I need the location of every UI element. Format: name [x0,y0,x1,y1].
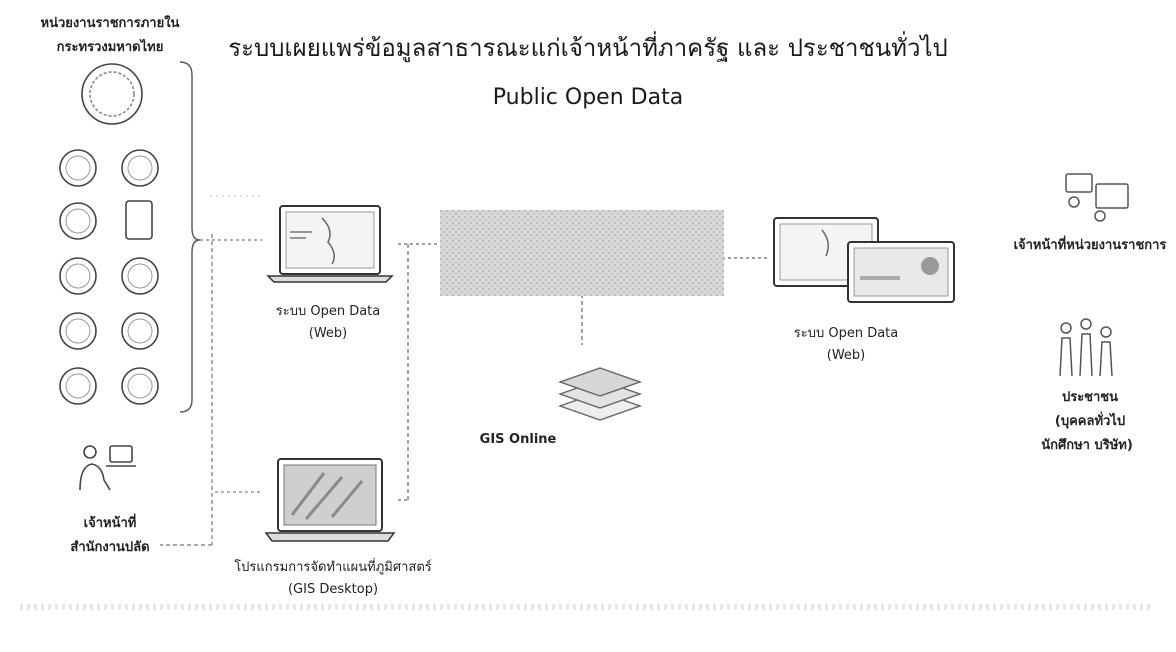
agency-seal-icon [59,202,97,240]
gis-desktop-line1: โปรแกรมการจัดทำแผนที่ภูมิศาสตร์ [234,560,432,575]
agency-seal-icon [59,367,97,405]
page-subtitle: Public Open Data [492,85,684,110]
staff-left-line1: เจ้าหน้าที่ [83,516,137,531]
gis-online-label: GIS Online [479,432,557,447]
web-left-line2: (Web) [308,326,348,341]
scan-artifact-band [20,604,1150,610]
agency-seal-icon [121,312,159,350]
agencies-heading-line2: กระทรวงมหาดไทย [56,40,164,55]
web-right-line1: ระบบ Open Data [793,326,899,341]
agency-seal-icon [121,149,159,187]
agency-seal-icon [59,149,97,187]
agencies-bracket [179,61,201,413]
page-title: ระบบเผยแพร่ข้อมูลสาธารณะแก่เจ้าหน้าที่ภา… [228,34,948,62]
gis-online-layers-icon [557,367,643,421]
web-right-line2: (Web) [826,348,866,363]
agency-seal-icon [121,257,159,295]
staff-at-computer-icon [79,445,136,491]
agency-seal-icon [59,257,97,295]
public-line2: (บุคคลทั่วไป [1054,414,1126,429]
public-line1: ประชาชน [1061,390,1119,405]
agency-emblem-icon [125,200,153,240]
web-laptop-icon [266,205,394,283]
agency-seal-icon [59,312,97,350]
agency-seals [59,63,159,405]
public-line3: นักศึกษา บริษัท) [1041,438,1133,453]
public-people-icon [1059,318,1113,377]
ministry-seal-icon [81,63,143,125]
agencies-heading-line1: หน่วยงานราชการภายใน [40,16,180,31]
gis-desktop-laptop-icon [264,458,396,542]
staff-left-line2: สำนักงานปลัด [70,540,150,555]
cloud-server-block [440,210,724,296]
officials-label: เจ้าหน้าที่หน่วยงานราชการ [1013,238,1167,253]
web-left-line1: ระบบ Open Data [275,304,381,319]
agency-seal-icon [121,367,159,405]
gis-desktop-line2: (GIS Desktop) [287,582,379,597]
officials-workstation-icon [1065,173,1129,222]
web-right-devices-icon [773,217,955,303]
